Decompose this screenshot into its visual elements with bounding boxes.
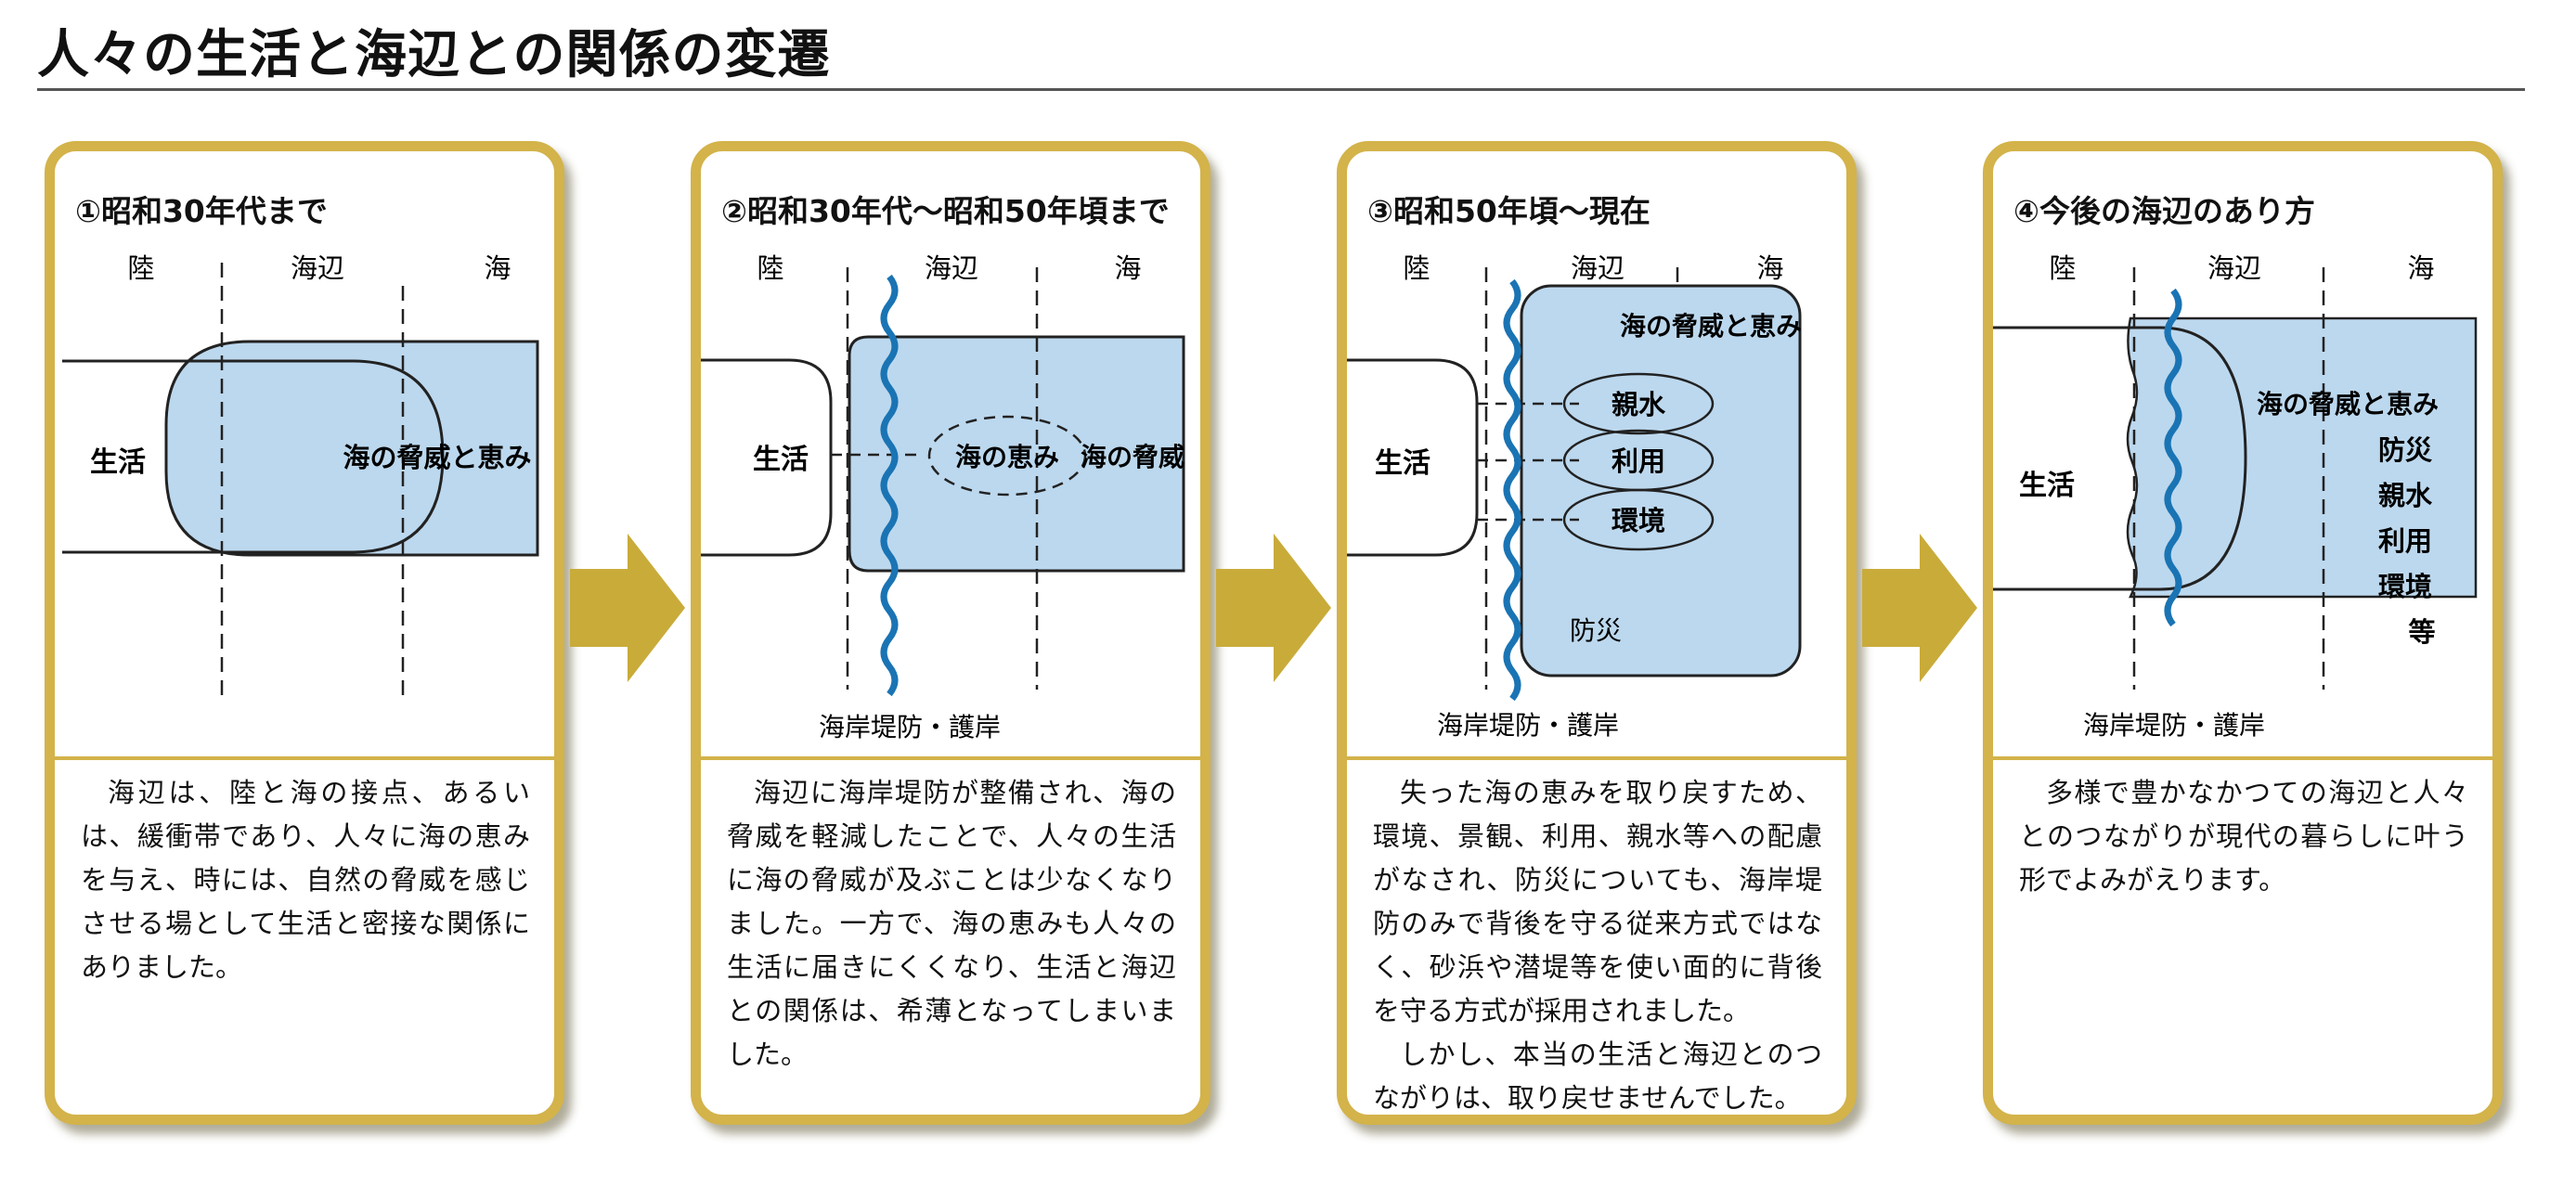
panel-4-separator [1993,756,2492,760]
zone-land-label: 陸 [2049,252,2076,284]
zone-sea-label: 海 [484,252,511,284]
life-region [1347,358,1479,557]
panel-1-heading: ①昭和30年代まで [75,193,328,229]
zone-shore-label: 海辺 [291,252,344,284]
life-region [701,358,833,557]
panel-3-diagram: 陸 海辺 海 生活 海の脅威と恵み 親水 利用 環境 防災 海岸堤防・護岸 [1347,252,1802,741]
seawall-wave [2164,288,2182,627]
item-kankyou-label: 環境 [1612,505,1665,536]
blessing-ellipse [927,415,1087,497]
panel-4-diagram: 陸 海辺 海 生活 海の脅威と恵み 防災 親水 利用 環境 等 海岸堤防・護岸 [1993,252,2478,741]
arrow-right-icon [570,534,685,682]
life-region [62,359,445,554]
panel-2-separator [701,756,1200,760]
seawall-label: 海岸堤防・護岸 [819,712,1001,742]
item-bousai-label: 防災 [2378,434,2433,466]
life-region [1993,326,2247,591]
panel-2: ②昭和30年代～昭和50年頃まで 陸 海辺 海 生活 海の恵み 海の脅威 海岸堤… [691,141,1210,1125]
panel-4: ④今後の海辺のあり方 陸 海辺 海 生活 海の脅威と恵み 防災 親水 利用 環境… [1983,141,2503,1125]
item-shinsui-label: 親水 [2378,480,2433,511]
arrow-right-icon [1862,534,1977,682]
panel-1-paragraph: 海辺は、陸と海の接点、あるいは、緩衝帯であり、人々に海の恵みを与え、時には、自然… [81,777,530,983]
seawall-label: 海岸堤防・護岸 [2083,710,2265,741]
seawall-label: 海岸堤防・護岸 [1437,710,1619,741]
zone-land-label: 陸 [127,252,154,284]
panel-4-description: 多様で豊かなかつての海辺と人々とのつながりが現代の暮らしに叶う形でよみがえります… [2019,771,2468,902]
item-riyou-label: 利用 [2378,525,2432,557]
panel-2-paragraph: 海辺に海岸堤防が整備され、海の脅威を軽減したことで、人々の生活に海の脅威が及ぶこ… [727,777,1176,1070]
panel-2-diagram: 陸 海辺 海 生活 海の恵み 海の脅威 海岸堤防・護岸 [701,252,1185,742]
title-rule [37,88,2525,91]
zone-shore-label: 海辺 [2207,252,2261,284]
sea-threat-blessing-label: 海の脅威と恵み [343,442,531,473]
zone-shore-label: 海辺 [1571,252,1625,284]
panel-3-heading: ③昭和50年頃～現在 [1367,193,1650,229]
life-label: 生活 [1375,447,1430,480]
panel-1-description: 海辺は、陸と海の接点、あるいは、緩衝帯であり、人々に海の恵みを与え、時には、自然… [81,771,530,989]
item-ellipse-kankyou [1562,488,1715,551]
disaster-label: 防災 [1570,615,1622,646]
panel-4-paragraph: 多様で豊かなかつての海辺と人々とのつながりが現代の暮らしに叶う形でよみがえります… [2019,777,2468,896]
zone-land-label: 陸 [1403,252,1430,284]
zone-sea-label: 海 [1114,252,1141,284]
item-shinsui-label: 親水 [1612,389,1666,420]
zone-land-label: 陸 [757,252,783,284]
zone-sea-label: 海 [1756,252,1783,284]
panel-1-separator [55,756,554,760]
panel-1: ①昭和30年代まで 陸 海辺 海 生活 海の脅威と恵み 海辺は、陸と海の接点、あ… [45,141,564,1125]
arrow-right-icon [1216,534,1331,682]
panel-3-separator [1347,756,1846,760]
panel-2-heading: ②昭和30年代～昭和50年頃まで [721,193,1170,229]
sea-region [848,335,1185,573]
sea-threat-blessing-label: 海の脅威と恵み [1620,311,1802,342]
sea-region [1520,284,1802,677]
sea-threat-blessing-label: 海の脅威と恵み [2257,389,2439,419]
threat-label: 海の脅威 [1081,442,1184,472]
blessing-label: 海の恵み [955,442,1059,472]
panel-3-description: 失った海の恵みを取り戻すため、環境、景観、利用、親水等への配慮がなされ、防災につ… [1373,771,1822,1115]
panel-4-heading: ④今後の海辺のあり方 [2013,193,2315,229]
panel-3: ③昭和50年頃～現在 陸 海辺 海 生活 海の脅威と恵み 親水 利用 環境 防災… [1337,141,1857,1125]
zone-shore-label: 海辺 [925,252,978,284]
item-etc-label: 等 [2408,616,2435,648]
panel-3-paragraph-1: 失った海の恵みを取り戻すため、環境、景観、利用、親水等への配慮がなされ、防災につ… [1373,777,1822,1026]
panel-2-description: 海辺に海岸堤防が整備され、海の脅威を軽減したことで、人々の生活に海の脅威が及ぶこ… [727,771,1176,1077]
item-kankyou-label: 環境 [2378,571,2432,602]
life-label: 生活 [753,444,809,476]
item-ellipse-shinsui [1562,372,1715,435]
life-label: 生活 [90,446,146,479]
seawall-wave [1503,278,1521,702]
zone-sea-label: 海 [2407,252,2434,284]
page-title: 人々の生活と海辺との関係の変遷 [37,25,831,85]
life-label: 生活 [2019,470,2075,502]
item-riyou-label: 利用 [1612,445,1665,477]
panel-3-paragraph-2: しかし、本当の生活と海辺とのつながりは、取り戻せませんでした。 [1373,1039,1822,1114]
panel-1-diagram: 陸 海辺 海 生活 海の脅威と恵み [62,252,539,699]
seawall-wave [880,274,899,697]
